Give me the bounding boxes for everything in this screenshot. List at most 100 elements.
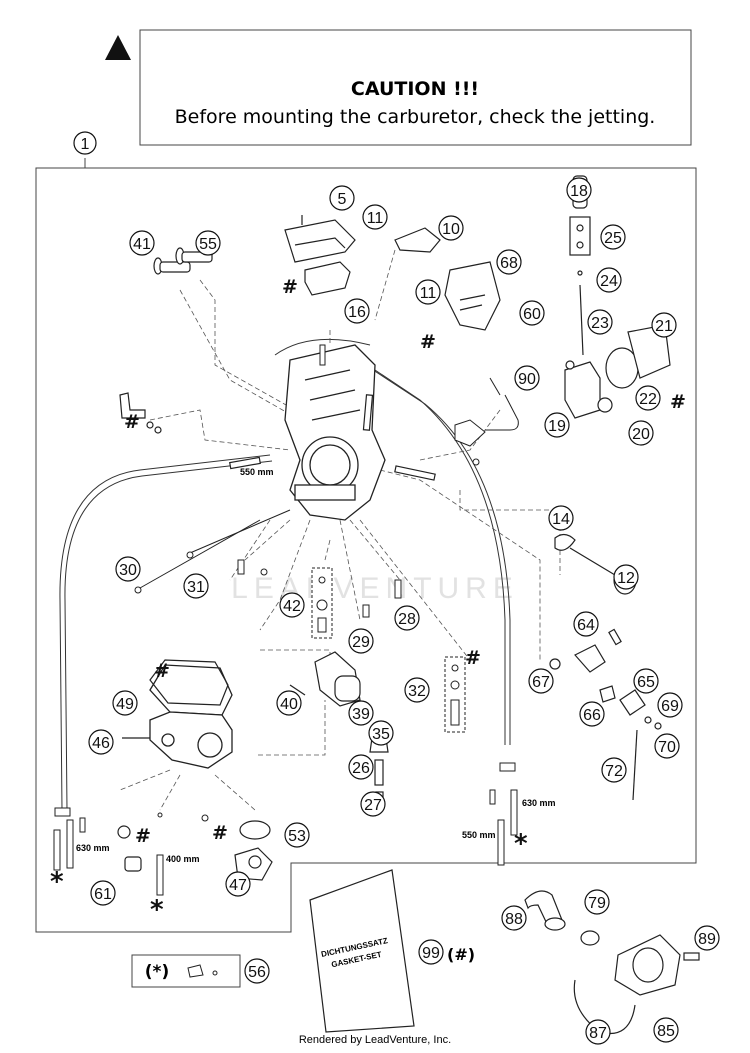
throttle-cables: [59, 338, 511, 811]
callout-number: 41: [133, 236, 151, 253]
callout-22[interactable]: 22: [635, 385, 661, 411]
hash-marker: #: [420, 331, 436, 353]
o-ring-part: [157, 812, 163, 818]
asterisk-marker: *: [514, 829, 528, 859]
measure-550-upper: 550 mm: [240, 467, 274, 477]
callout-67[interactable]: 67: [528, 668, 554, 694]
caution-box: [139, 29, 692, 146]
callout-20[interactable]: 20: [628, 420, 654, 446]
callout-88[interactable]: 88: [501, 905, 527, 931]
callout-90[interactable]: 90: [514, 365, 540, 391]
callout-number: 27: [364, 797, 382, 814]
callout-number: 40: [280, 696, 298, 713]
asterisk-markers: * * *: [50, 829, 528, 925]
hash-marker: #: [154, 660, 170, 682]
callout-79[interactable]: 79: [584, 889, 610, 915]
callout-number: 61: [94, 886, 112, 903]
callout-number: 66: [583, 707, 601, 724]
callout-number: 64: [577, 617, 595, 634]
callout-27[interactable]: 27: [360, 791, 386, 817]
callout-87[interactable]: 87: [585, 1019, 611, 1045]
caution-text: Before mounting the carburetor, check th…: [175, 106, 656, 128]
callout-10[interactable]: 10: [438, 215, 464, 241]
callout-60[interactable]: 60: [519, 300, 545, 326]
part-32-group: [444, 656, 466, 733]
pilot-screws-part: [153, 247, 213, 275]
callout-number: 85: [657, 1023, 675, 1040]
callout-53[interactable]: 53: [284, 822, 310, 848]
callout-number: 35: [372, 726, 390, 743]
callout-5[interactable]: 5: [329, 185, 355, 211]
hash-marker: #: [670, 391, 686, 413]
callout-number: 25: [604, 230, 622, 247]
callout-39[interactable]: 39: [348, 700, 374, 726]
callout-number: 22: [639, 391, 657, 408]
callout-21[interactable]: 21: [651, 312, 677, 338]
callout-55[interactable]: 55: [195, 230, 221, 256]
callout-28[interactable]: 28: [394, 605, 420, 631]
callout-85[interactable]: 85: [653, 1017, 679, 1043]
callout-16[interactable]: 16: [344, 298, 370, 324]
bowl-gasket-part: [149, 659, 229, 706]
callout-41[interactable]: 41: [129, 230, 155, 256]
callout-12[interactable]: 12: [613, 564, 639, 590]
callout-69[interactable]: 69: [657, 692, 683, 718]
callout-number: 60: [523, 306, 541, 323]
callout-64[interactable]: 64: [573, 611, 599, 637]
callout-46[interactable]: 46: [88, 729, 114, 755]
callout-24[interactable]: 24: [596, 267, 622, 293]
callout-number: 24: [600, 273, 618, 290]
assembly-outline: [35, 158, 697, 933]
throttle-linkage-parts: [549, 628, 662, 801]
callout-number: 28: [398, 611, 416, 628]
callout-number: 65: [637, 674, 655, 691]
callout-number: 67: [532, 674, 550, 691]
caution-title: CAUTION !!!: [351, 78, 479, 100]
callout-68[interactable]: 68: [496, 249, 522, 275]
callout-47[interactable]: 47: [225, 871, 251, 897]
callout-35[interactable]: 35: [368, 720, 394, 746]
callout-number: 39: [352, 706, 370, 723]
callout-18[interactable]: 18: [566, 177, 592, 203]
callout-42[interactable]: 42: [279, 592, 305, 618]
callout-49[interactable]: 49: [112, 690, 138, 716]
callout-29[interactable]: 29: [348, 628, 374, 654]
callout-number: 16: [348, 304, 366, 321]
callout-25[interactable]: 25: [600, 224, 626, 250]
measure-400: 400 mm: [166, 854, 200, 864]
callout-14[interactable]: 14: [548, 505, 574, 531]
callout-19[interactable]: 19: [544, 412, 570, 438]
callout-number: 69: [661, 698, 679, 715]
callout-61[interactable]: 61: [90, 880, 116, 906]
callout-32[interactable]: 32: [404, 677, 430, 703]
callout-40[interactable]: 40: [276, 690, 302, 716]
fitting-part: [119, 392, 162, 434]
callout-1[interactable]: 1: [73, 131, 97, 155]
callout-number: 47: [229, 877, 247, 894]
callout-72[interactable]: 72: [601, 757, 627, 783]
callout-89[interactable]: 89: [694, 925, 720, 951]
callout-99[interactable]: 99: [418, 939, 444, 965]
callout-number: 11: [367, 210, 384, 227]
asterisk-marker: *: [50, 867, 64, 897]
screw-part: [319, 344, 326, 366]
callout-66[interactable]: 66: [579, 701, 605, 727]
intake-boot-parts: [524, 890, 700, 1034]
callout-11[interactable]: 11: [362, 204, 388, 230]
float-bowl-part: [122, 664, 233, 769]
callout-26[interactable]: 26: [348, 754, 374, 780]
hash-marker: #: [124, 411, 140, 433]
callout-31[interactable]: 31: [183, 573, 209, 599]
hot-start-cable-part: [454, 377, 519, 466]
callout-70[interactable]: 70: [654, 733, 680, 759]
callout-65[interactable]: 65: [633, 668, 659, 694]
callout-number: 29: [352, 634, 370, 651]
callout-23[interactable]: 23: [587, 309, 613, 335]
needle-jet-set: [311, 567, 333, 639]
warning-triangle-icon: [105, 35, 131, 60]
kit-small-parts: [187, 964, 218, 978]
callout-30[interactable]: 30: [115, 556, 141, 582]
callout-number: 5: [338, 191, 347, 208]
callout-11[interactable]: 11: [415, 279, 441, 305]
callout-56[interactable]: 56: [244, 958, 270, 984]
